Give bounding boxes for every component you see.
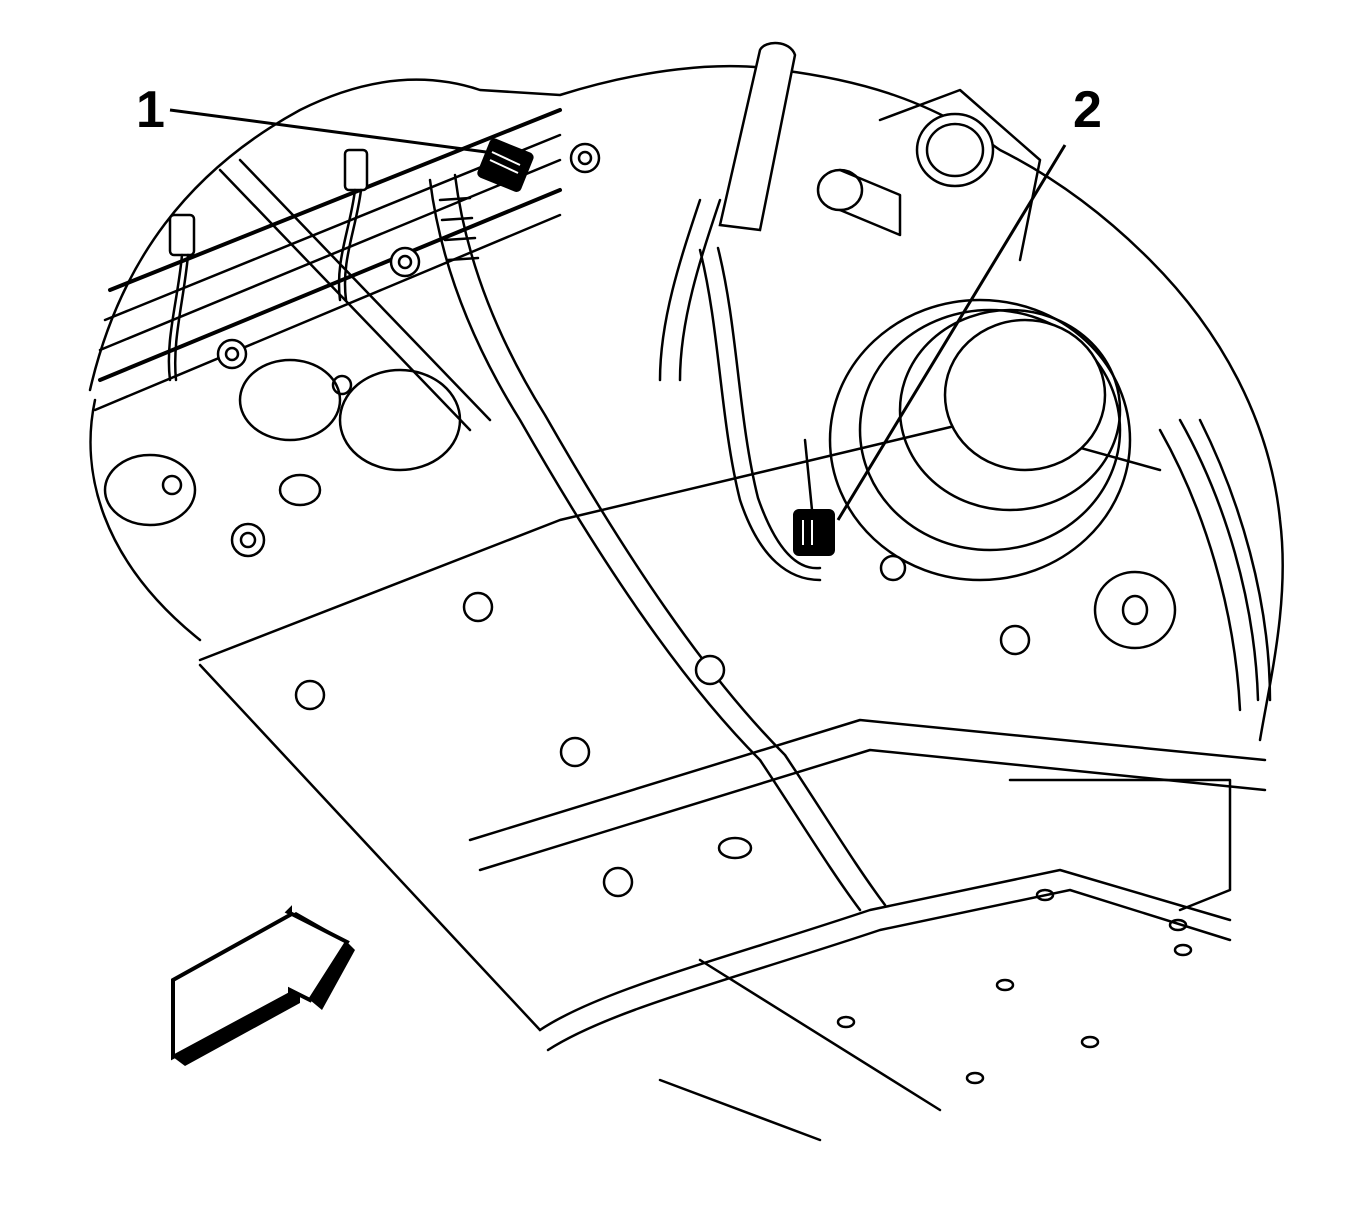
wiring-harness — [428, 173, 887, 912]
coolant-outlet — [816, 88, 1042, 262]
lower-bolts — [294, 554, 1031, 898]
callout-1-leader — [169, 108, 487, 154]
connector-2 — [793, 438, 835, 556]
callout-1-label: 1 — [136, 81, 165, 139]
callout-2-label: 2 — [1073, 81, 1102, 139]
oil-pan — [468, 718, 1267, 1142]
dipstick-tube — [658, 41, 797, 382]
view-arrow-icon — [171, 905, 355, 1066]
connector-1 — [477, 138, 534, 192]
callout-2-leader — [836, 144, 1067, 521]
manifold-bolts — [103, 142, 601, 558]
pulley — [828, 298, 1132, 582]
coil-wires — [161, 148, 369, 496]
engine-outline — [88, 64, 1284, 1032]
crank-pulley — [1093, 418, 1272, 712]
